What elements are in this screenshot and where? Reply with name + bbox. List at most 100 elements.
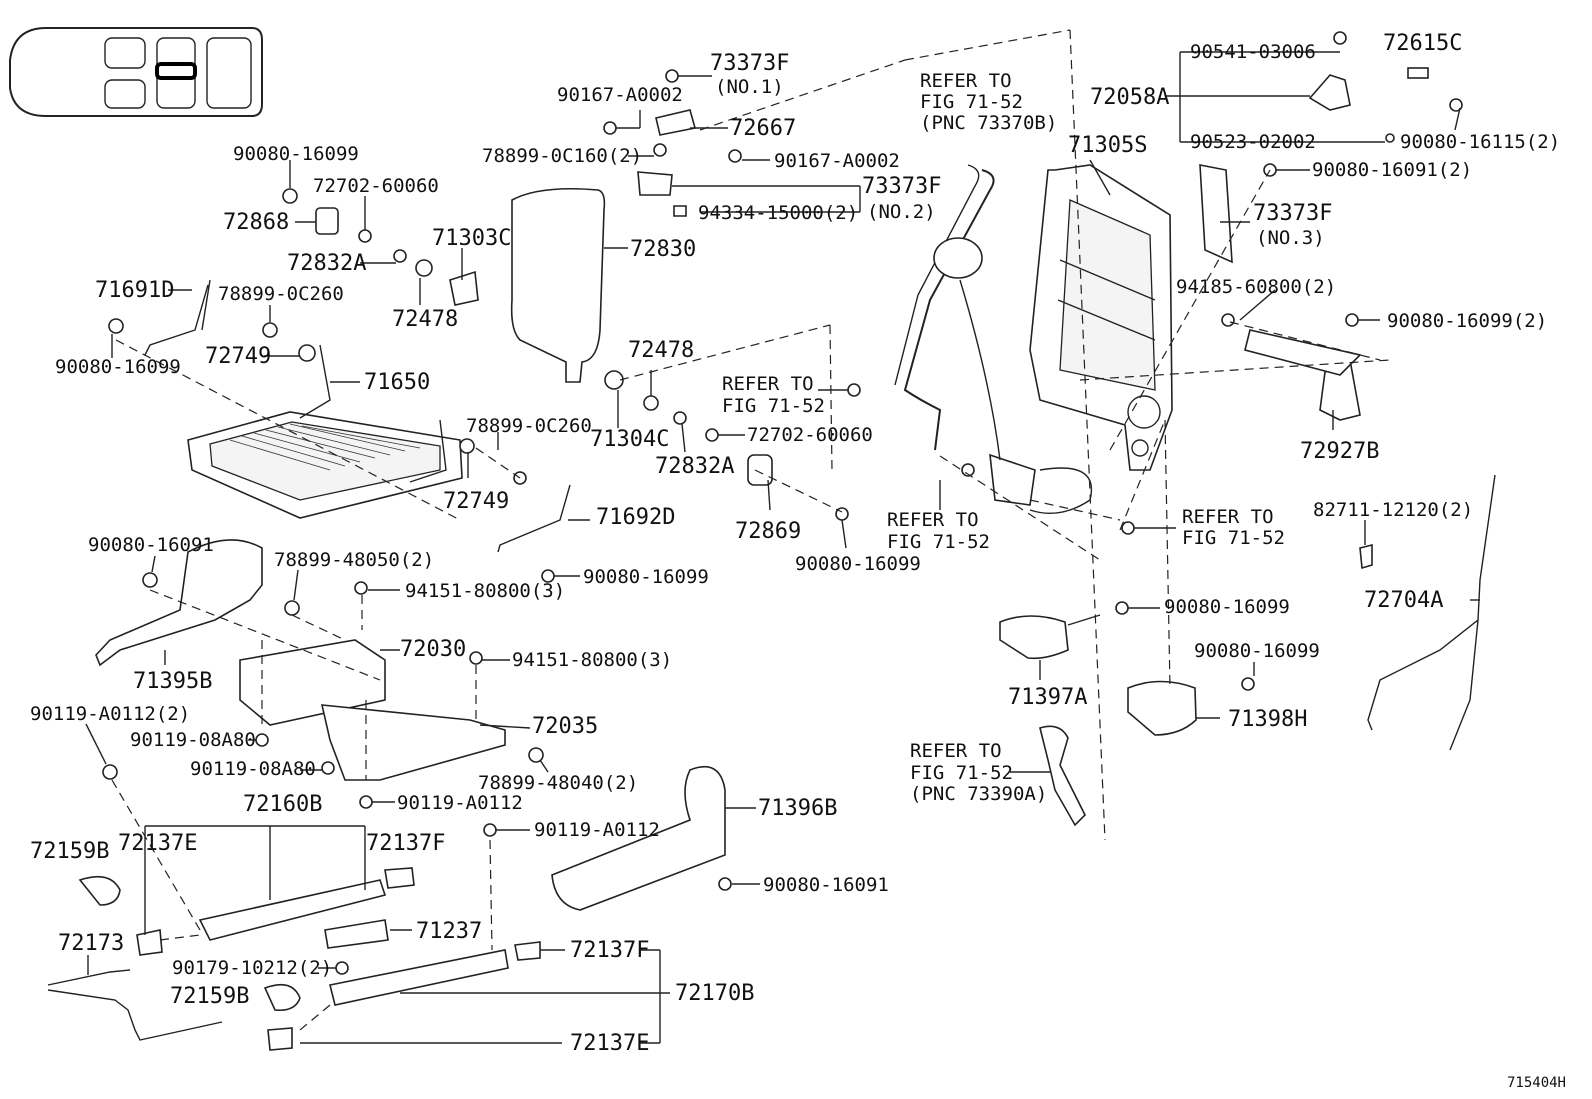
label-72159B-bottom: 72159B [170, 984, 249, 1009]
label-72137F-bottom: 72137F [570, 938, 649, 963]
label-90119-08A80-b: 90119-08A80 [190, 758, 316, 780]
label-90167-A0002-b: 90167-A0002 [774, 150, 900, 172]
label-90080-16099-left: 90080-16099 [55, 356, 181, 378]
label-90080-16099-r1: 90080-16099 [1164, 596, 1290, 618]
label-72869: 72869 [735, 519, 801, 544]
label-71304C: 71304C [590, 427, 669, 452]
harness-wire-shape [47, 969, 223, 1041]
label-71237: 71237 [416, 919, 482, 944]
label-90080-16099-b: 90080-16099 [795, 553, 921, 575]
label-72749-mid: 72749 [443, 489, 509, 514]
label-72830: 72830 [630, 237, 696, 262]
label-72749-top: 72749 [205, 344, 271, 369]
label-72868: 72868 [223, 210, 289, 235]
refer-note-2-line2: FIG 71-52 [722, 395, 825, 417]
label-72058A: 72058A [1090, 85, 1169, 110]
label-73373F-no2: 73373F [862, 174, 941, 199]
label-90541-03006: 90541-03006 [1190, 41, 1316, 63]
seat-adjuster-shapes [198, 329, 1362, 1006]
label-71303C: 71303C [432, 226, 511, 251]
seat-cushion-frame-shape [187, 344, 463, 519]
label-90119-A0112-2: 90119-A0112(2) [30, 703, 190, 725]
label-71396B: 71396B [758, 796, 837, 821]
refer-note-1-line1: REFER TO [920, 70, 1012, 92]
refer-note-5-line2: FIG 71-52 [910, 762, 1013, 784]
label-72159B-top: 72159B [30, 839, 109, 864]
refer-note-4-line2: FIG 71-52 [1182, 527, 1285, 549]
label-78899-0C260-top: 78899-0C260 [218, 283, 344, 305]
label-71305S: 71305S [1068, 133, 1147, 158]
seatback-frame-shape [1029, 164, 1173, 471]
vehicle-locator-icon [9, 27, 263, 117]
label-72137E-bottom: 72137E [570, 1031, 649, 1056]
label-72160B: 72160B [243, 792, 322, 817]
label-94334-15000: 94334-15000(2) [698, 202, 858, 224]
label-72478-top: 72478 [392, 307, 458, 332]
refer-note-2-line1: REFER TO [722, 373, 814, 395]
label-94151-80800-b: 94151-80800(3) [512, 649, 672, 671]
label-90119-A0112-b: 90119-A0112 [534, 819, 660, 841]
label-72137E-top: 72137E [118, 831, 197, 856]
label-94151-80800-a: 94151-80800(3) [405, 580, 565, 602]
label-73373F-no1-suffix: (NO.1) [715, 76, 784, 98]
label-90119-A0112-a: 90119-A0112 [397, 792, 523, 814]
label-90119-08A80-a: 90119-08A80 [130, 729, 256, 751]
seatback-pad-shape [510, 187, 606, 383]
label-72667: 72667 [730, 116, 796, 141]
label-72702-60060-top: 72702-60060 [313, 175, 439, 197]
label-78899-0C160: 78899-0C160(2) [482, 145, 642, 167]
label-82711-12120: 82711-12120(2) [1313, 499, 1473, 521]
label-71397A: 71397A [1008, 685, 1087, 710]
label-72173: 72173 [58, 931, 124, 956]
label-90080-16099-top: 90080-16099 [233, 143, 359, 165]
label-72478-mid: 72478 [628, 338, 694, 363]
assembly-dashed-lines [111, 29, 1391, 1031]
label-90167-A0002-a: 90167-A0002 [557, 84, 683, 106]
refer-note-5-line1: REFER TO [910, 740, 1002, 762]
catalog-number: 715404H [1506, 1075, 1566, 1091]
label-72704A: 72704A [1364, 588, 1443, 613]
label-73373F-no2-suffix: (NO.2) [867, 201, 936, 223]
label-78899-48040: 78899-48040(2) [478, 772, 638, 794]
label-73373F-no3-suffix: (NO.3) [1256, 227, 1325, 249]
label-73373F-no3: 73373F [1253, 201, 1332, 226]
refer-note-3-line1: REFER TO [887, 509, 979, 531]
label-78899-48050: 78899-48050(2) [274, 549, 434, 571]
refer-note-1-line3: (PNC 73370B) [920, 112, 1057, 134]
label-78899-0C260-mid: 78899-0C260 [466, 415, 592, 437]
label-72927B: 72927B [1300, 439, 1379, 464]
label-71398H: 71398H [1228, 707, 1307, 732]
label-71692D: 71692D [596, 505, 675, 530]
label-72702-60060-mid: 72702-60060 [747, 424, 873, 446]
label-90080-16091-left: 90080-16091 [88, 534, 214, 556]
label-72137F-top: 72137F [366, 831, 445, 856]
label-90523-02002: 90523-02002 [1190, 131, 1316, 153]
label-72030: 72030 [400, 637, 466, 662]
fastener-shapes [78, 31, 1463, 1051]
label-94185-60800: 94185-60800(2) [1176, 276, 1336, 298]
label-72832A-top: 72832A [287, 251, 366, 276]
label-73373F-no1: 73373F [710, 51, 789, 76]
leader-lines [85, 51, 1480, 1044]
label-71395B: 71395B [133, 669, 212, 694]
callout-labels: 73373F (NO.1) 90167-A0002 72667 78899-0C… [30, 31, 1560, 1056]
label-72615C: 72615C [1383, 31, 1462, 56]
label-90179-10212: 90179-10212(2) [172, 957, 332, 979]
label-72035: 72035 [532, 714, 598, 739]
label-90080-16091-2: 90080-16091(2) [1312, 159, 1472, 181]
label-71650: 71650 [364, 370, 430, 395]
refer-note-3-line2: FIG 71-52 [887, 531, 990, 553]
refer-note-4-line1: REFER TO [1182, 506, 1274, 528]
label-71691D: 71691D [95, 278, 174, 303]
label-90080-16099-mid: 90080-16099 [583, 566, 709, 588]
label-90080-16099-r2: 90080-16099 [1194, 640, 1320, 662]
label-90080-16099-2: 90080-16099(2) [1387, 310, 1547, 332]
label-72832A-mid: 72832A [655, 454, 734, 479]
label-90080-16091-bottom: 90080-16091 [763, 874, 889, 896]
label-90080-16115: 90080-16115(2) [1400, 131, 1560, 153]
refer-note-1-line2: FIG 71-52 [920, 91, 1023, 113]
refer-note-5-line3: (PNC 73390A) [910, 783, 1047, 805]
seat-belt-assembly-shape [894, 164, 1092, 515]
